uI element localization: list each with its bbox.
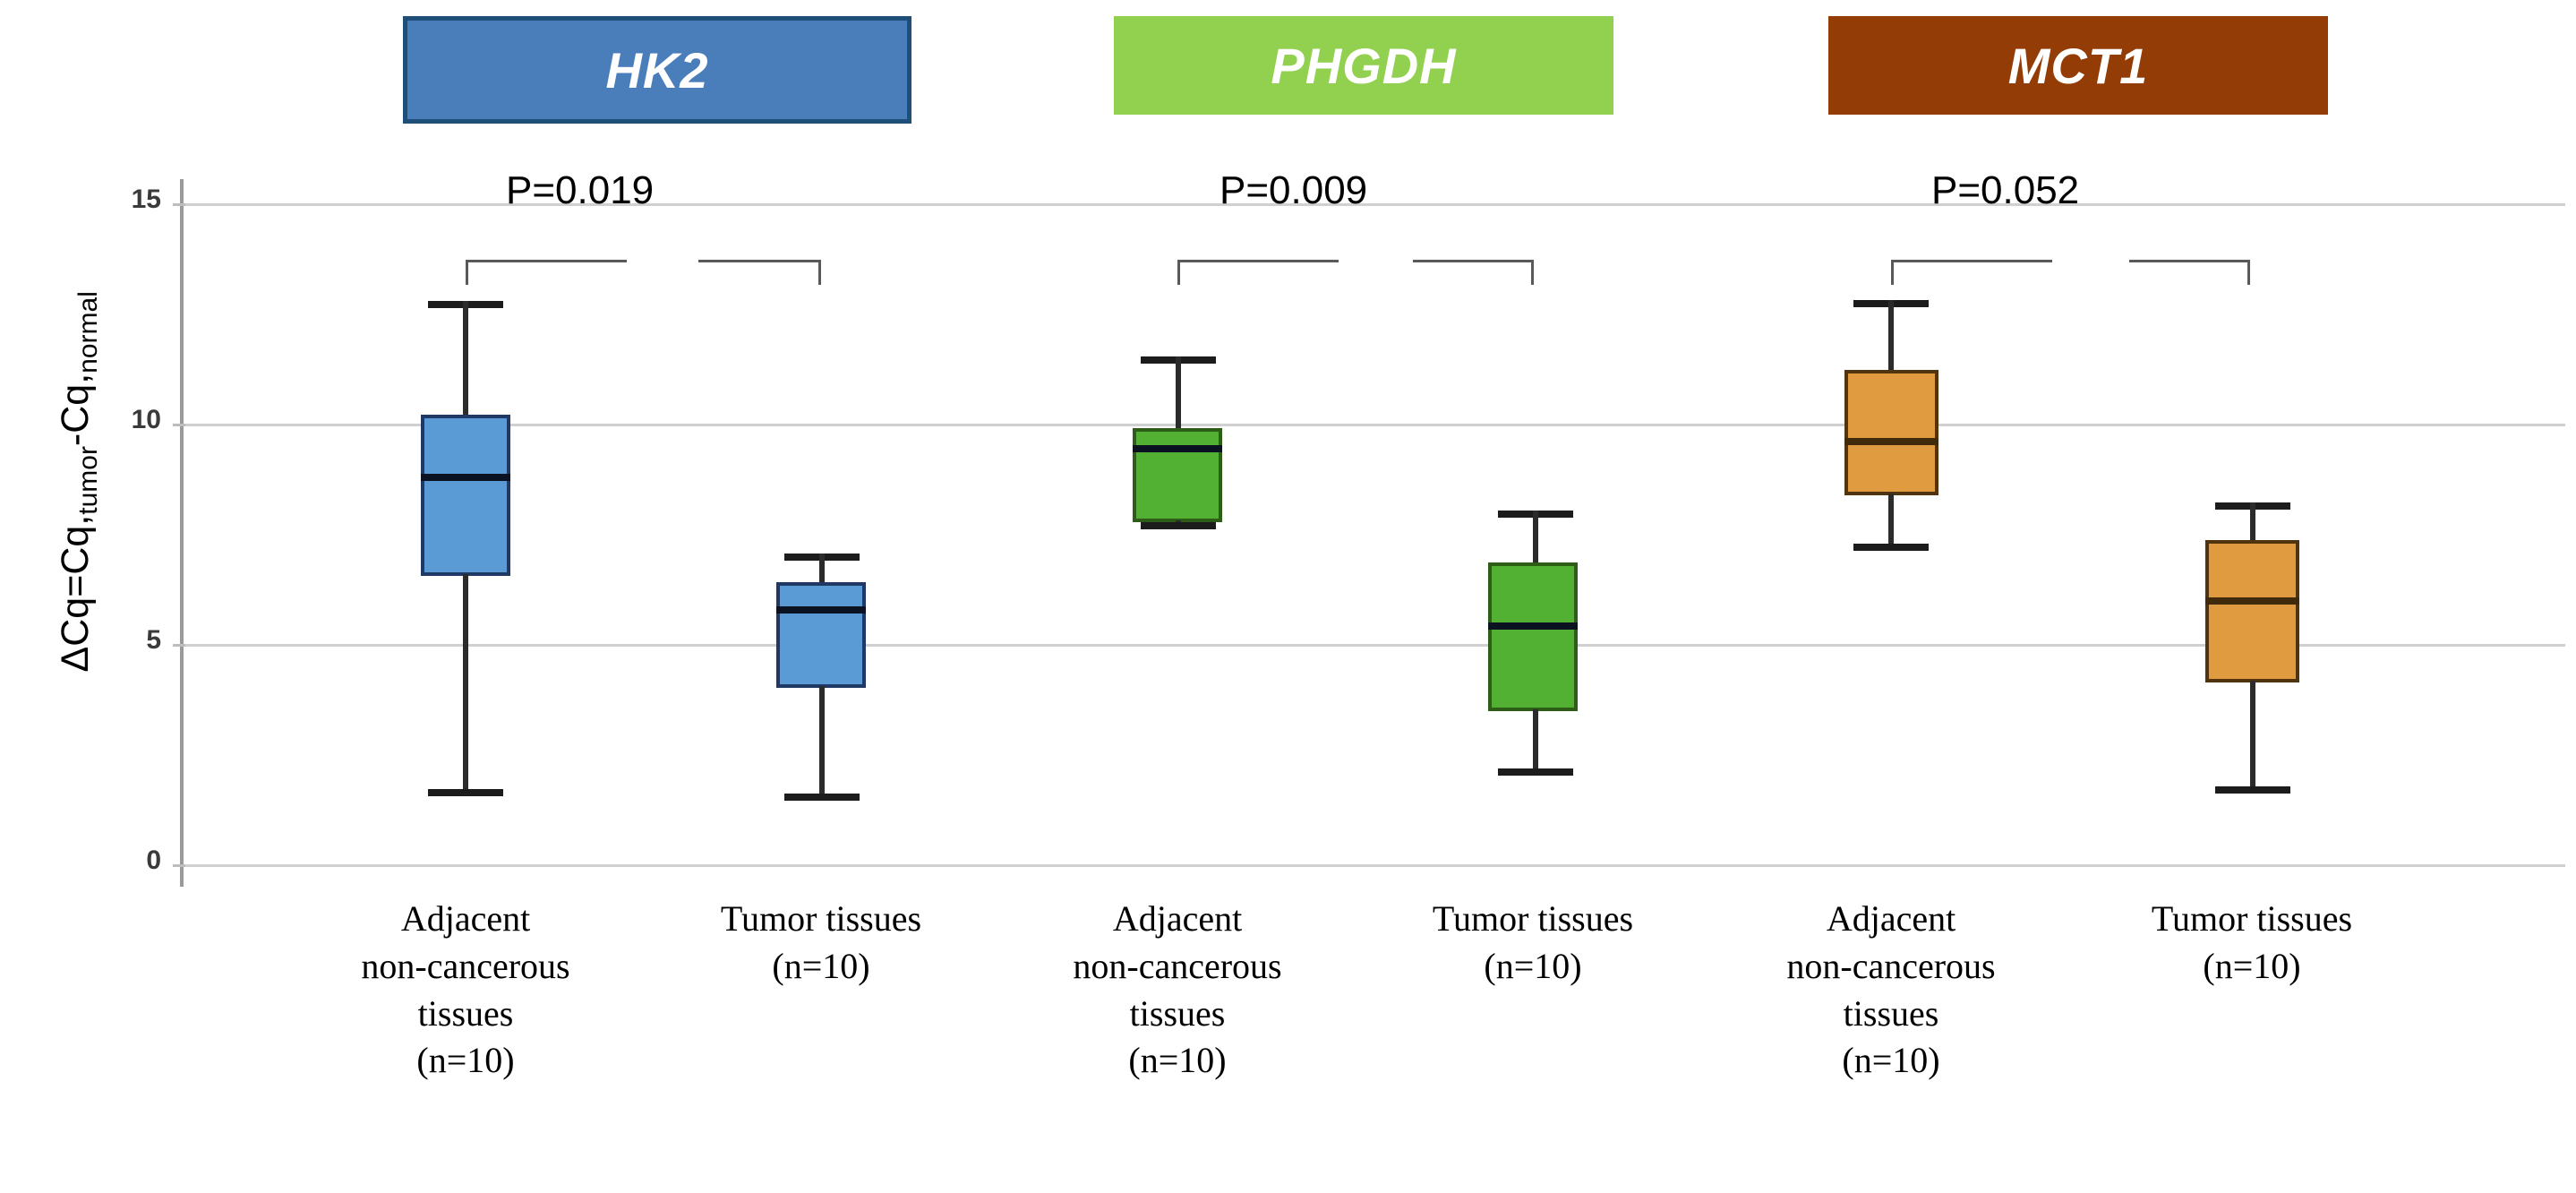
whisker-cap-lower <box>428 789 503 796</box>
box-iqr <box>421 415 510 576</box>
whisker-cap-lower <box>784 794 860 801</box>
ytick-mark-15 <box>173 203 185 206</box>
y-axis-label-prefix: ΔCq=Cq, <box>54 514 98 673</box>
gridline-10 <box>184 424 2565 426</box>
gene-header-phgdh: PHGDH <box>1114 16 1613 115</box>
xtick-label-mct1-adjacent: Adjacent non-cancerous tissues (n=10) <box>1730 896 2052 1085</box>
y-axis-label-sub1: tumor <box>73 446 103 515</box>
xtick-line-4: (n=10) <box>1842 1040 1940 1081</box>
y-axis-label-sub2: normal <box>73 291 103 373</box>
bracket-leg-right <box>818 260 821 285</box>
bracket-leg-left <box>1177 260 1180 285</box>
y-axis-line <box>180 179 184 887</box>
median-line <box>2205 597 2299 605</box>
xtick-label-phgdh-adjacent: Adjacent non-cancerous tissues (n=10) <box>1016 896 1339 1085</box>
xtick-line-4: (n=10) <box>416 1040 515 1081</box>
pvalue-label-hk2: P=0.019 <box>506 168 655 212</box>
xtick-line-1: Tumor tissues <box>1432 898 1634 939</box>
median-line <box>1488 622 1578 630</box>
xtick-line-4: (n=10) <box>1128 1040 1227 1081</box>
whisker-line-upper <box>1176 356 1181 430</box>
ytick-label-15: 15 <box>131 185 161 214</box>
box-iqr <box>2205 540 2299 682</box>
xtick-line-1: Adjacent <box>400 898 531 939</box>
whisker-line-lower <box>1533 709 1538 772</box>
whisker-cap-lower <box>2215 786 2290 794</box>
xtick-line-1: Tumor tissues <box>720 898 922 939</box>
xtick-line-2: (n=10) <box>1484 945 1582 986</box>
whisker-line-upper <box>2250 502 2255 544</box>
xtick-line-2: (n=10) <box>2203 945 2301 986</box>
xtick-line-2: non-cancerous <box>1786 945 1996 986</box>
xtick-line-3: tissues <box>1129 992 1226 1034</box>
gene-header-hk2: HK2 <box>403 16 911 124</box>
y-axis-label: ΔCq=Cq,tumor-Cq,normal <box>54 213 104 751</box>
gridline-0 <box>184 864 2565 867</box>
whisker-cap-lower <box>1498 768 1573 776</box>
whisker-line-upper <box>819 554 825 586</box>
y-axis-label-mid: -Cq, <box>54 373 98 447</box>
box-iqr <box>1844 370 1938 495</box>
bracket-leg-right <box>2247 260 2250 285</box>
ytick-label-10: 10 <box>131 405 161 434</box>
xtick-line-1: Adjacent <box>1112 898 1243 939</box>
gene-header-label: PHGDH <box>1271 37 1457 94</box>
xtick-label-hk2-adjacent: Adjacent non-cancerous tissues (n=10) <box>304 896 627 1085</box>
xtick-line-1: Tumor tissues <box>2151 898 2353 939</box>
ytick-mark-10 <box>173 424 185 426</box>
gene-header-mct1: MCT1 <box>1828 16 2328 115</box>
box-iqr <box>776 582 866 688</box>
median-line <box>776 606 866 614</box>
whisker-line-lower <box>2250 681 2255 790</box>
significance-bracket-left <box>1177 260 1339 262</box>
median-line <box>1844 438 1938 445</box>
whisker-line-lower <box>463 574 468 793</box>
gridline-5 <box>184 644 2565 647</box>
gene-header-label: HK2 <box>605 41 709 99</box>
median-line <box>421 474 510 481</box>
significance-bracket-right <box>1413 260 1533 262</box>
xtick-label-hk2-tumor: Tumor tissues (n=10) <box>660 896 982 991</box>
box-iqr <box>1133 428 1222 522</box>
whisker-line-lower <box>819 686 825 797</box>
ytick-label-5: 5 <box>146 625 161 655</box>
whisker-line-upper <box>463 301 468 417</box>
ytick-label-0: 0 <box>146 845 161 875</box>
ytick-mark-0 <box>173 864 185 867</box>
whisker-line-upper <box>1888 300 1894 372</box>
xtick-label-phgdh-tumor: Tumor tissues (n=10) <box>1372 896 1694 991</box>
whisker-cap-lower <box>1853 544 1929 551</box>
whisker-line-lower <box>1888 494 1894 547</box>
xtick-line-2: (n=10) <box>772 945 870 986</box>
significance-bracket-left <box>1891 260 2052 262</box>
significance-bracket-right <box>2129 260 2249 262</box>
xtick-line-1: Adjacent <box>1826 898 1956 939</box>
significance-bracket-left <box>466 260 627 262</box>
gene-header-label: MCT1 <box>2007 37 2149 94</box>
ytick-mark-5 <box>173 644 185 647</box>
xtick-label-mct1-tumor: Tumor tissues (n=10) <box>2091 896 2413 991</box>
significance-bracket-right <box>698 260 820 262</box>
xtick-line-3: tissues <box>417 992 514 1034</box>
pvalue-label-phgdh: P=0.009 <box>1220 168 1368 212</box>
xtick-line-3: tissues <box>1843 992 1939 1034</box>
whisker-cap-lower <box>1141 522 1216 529</box>
gridline-15 <box>184 203 2565 206</box>
pvalue-label-mct1: P=0.052 <box>1931 168 2080 212</box>
box-iqr <box>1488 562 1578 711</box>
whisker-line-upper <box>1533 511 1538 566</box>
xtick-line-2: non-cancerous <box>361 945 570 986</box>
bracket-leg-right <box>1531 260 1534 285</box>
xtick-line-2: non-cancerous <box>1073 945 1282 986</box>
bracket-leg-left <box>466 260 468 285</box>
bracket-leg-left <box>1891 260 1894 285</box>
median-line <box>1133 445 1222 452</box>
